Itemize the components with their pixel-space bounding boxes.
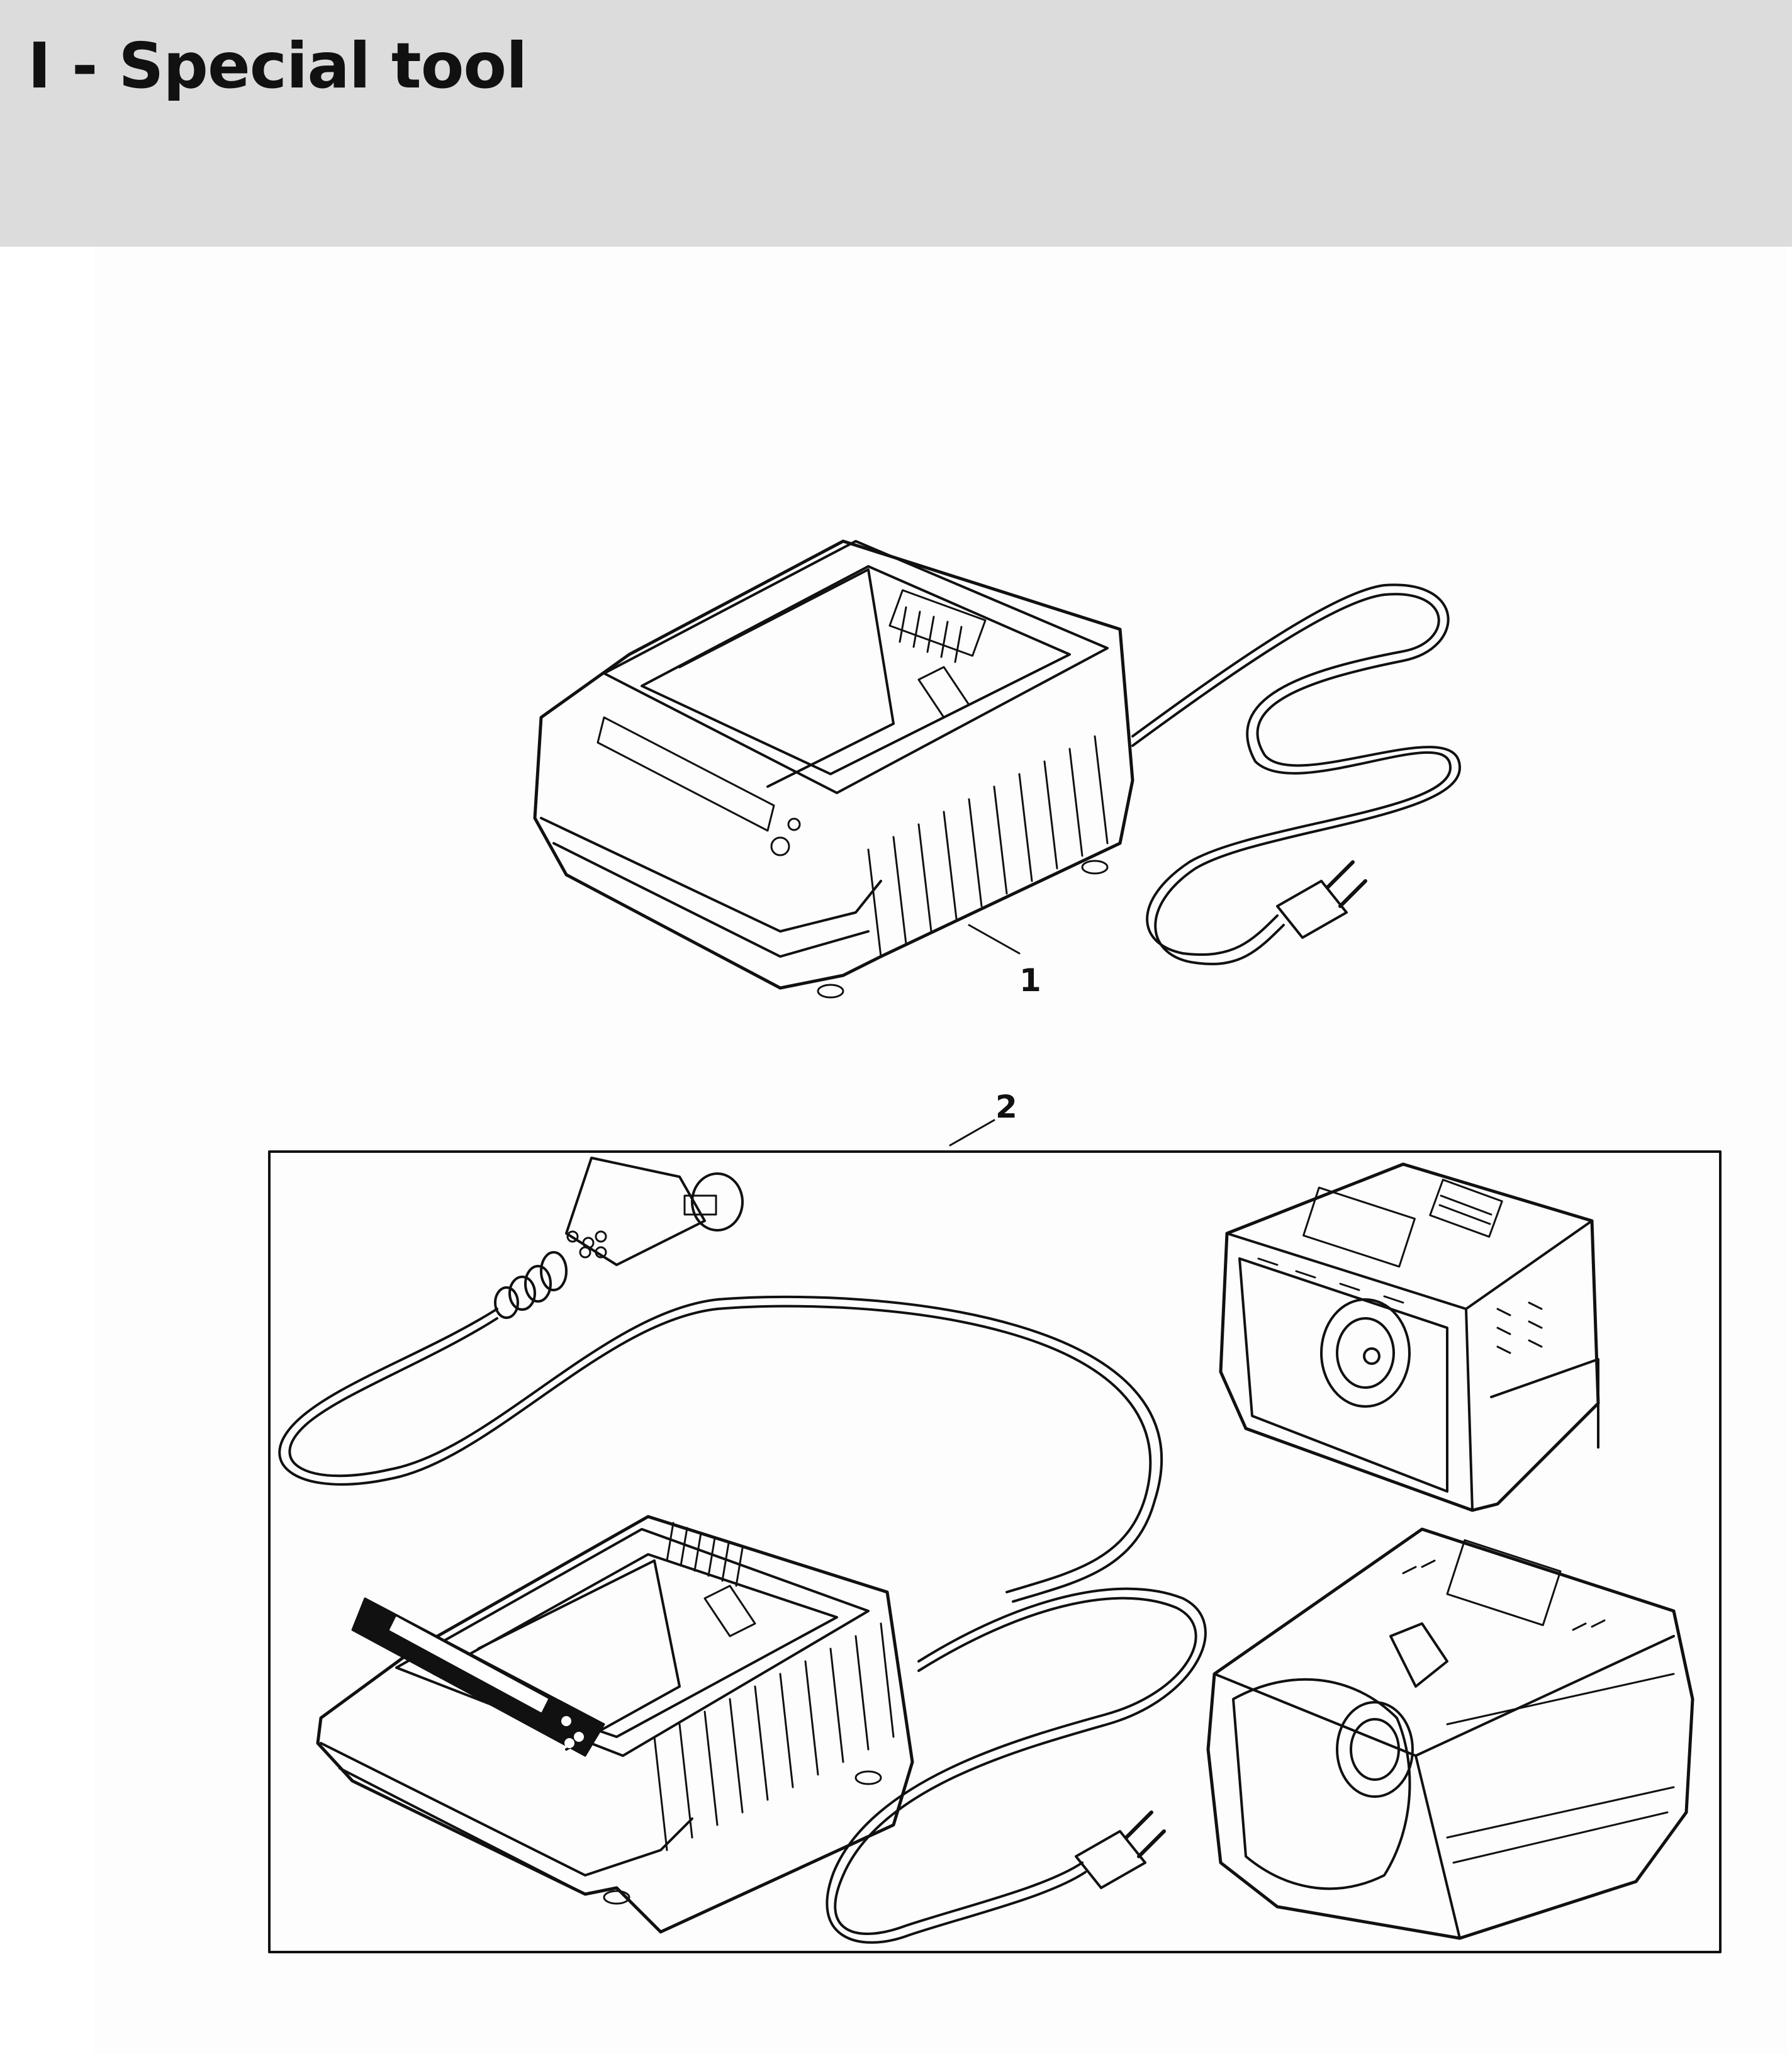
- battery-adapter-1: [1219, 1162, 1600, 1512]
- callout-1: 1: [1019, 962, 1041, 999]
- kit-frame: [268, 1150, 1722, 1953]
- charger-1: [533, 539, 1461, 999]
- page-title: I - Special tool: [28, 29, 527, 103]
- callout-2: 2: [995, 1089, 1017, 1125]
- page-header: I - Special tool: [0, 0, 1792, 247]
- battery-adapter-2: [1206, 1527, 1694, 1940]
- callout-2-leader: [949, 1119, 995, 1147]
- charger-2: [316, 1515, 1207, 1944]
- adapter-cable: [278, 1157, 1163, 1603]
